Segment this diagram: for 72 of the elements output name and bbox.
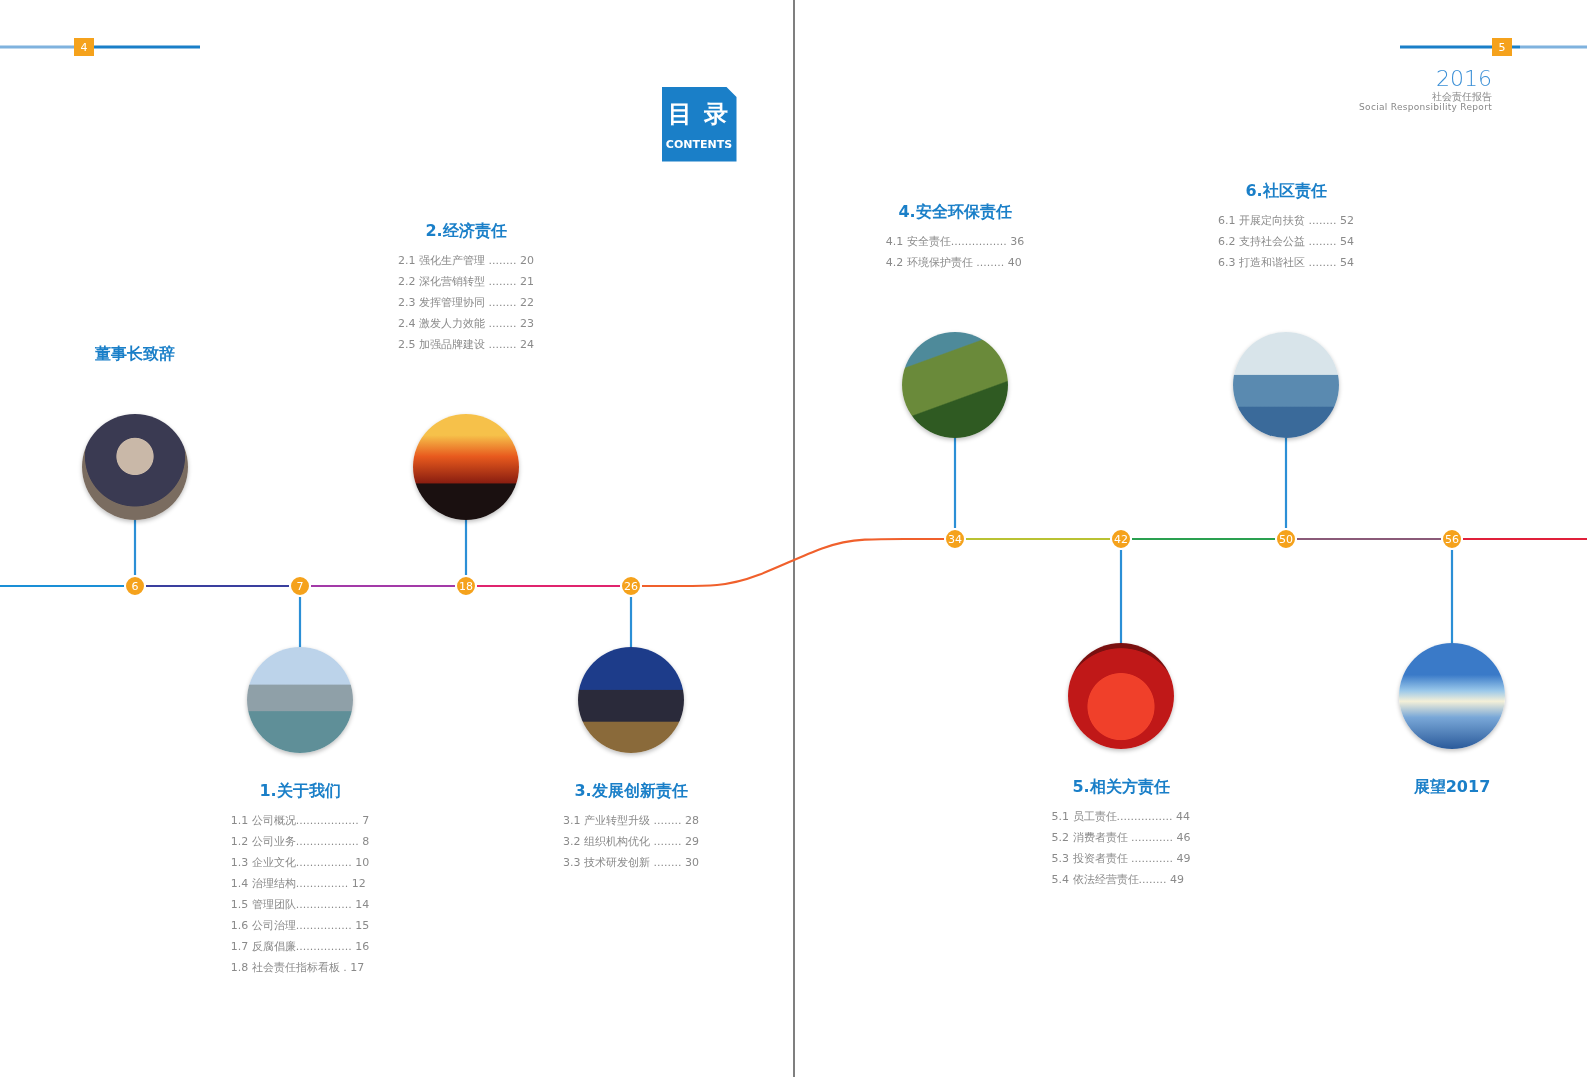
section-heading: 董事长致辞: [95, 344, 175, 365]
photo-placeholder: [82, 414, 188, 520]
connector-line: [1119, 550, 1123, 643]
toc-entry: 6.3 打造和谐社区 ........ 54: [1218, 255, 1354, 271]
page-number-marker: 4: [74, 38, 94, 56]
section-heading: 6.社区责任: [1245, 181, 1327, 202]
page-number-circle: 6: [124, 575, 146, 597]
page-number-circle: 56: [1441, 528, 1463, 550]
toc-entry: 2.3 发挥管理协同 ........ 22: [398, 295, 534, 311]
page-number-circle: 7: [289, 575, 311, 597]
connector-line: [1284, 438, 1288, 528]
toc-entry: 6.1 开展定向扶贫 ........ 52: [1218, 213, 1354, 229]
toc-entry: 2.2 深化营销转型 ........ 21: [398, 274, 534, 290]
toc-entry: 4.2 环境保护责任 ........ 40: [885, 255, 1022, 271]
connector-line: [953, 438, 957, 528]
toc-entry: 1.7 反腐倡廉................ 16: [230, 939, 370, 955]
section-heading: 1.关于我们: [259, 781, 341, 802]
photo-placeholder: [413, 414, 519, 520]
toc-entry: 1.2 公司业务.................. 8: [230, 834, 370, 850]
connector-line: [629, 597, 633, 647]
section-heading: 2.经济责任: [425, 221, 507, 242]
timeline-segment: [311, 584, 455, 588]
timeline-segment: [477, 584, 620, 588]
page-number-circle: 42: [1110, 528, 1132, 550]
timeline-segment: [966, 537, 1110, 541]
toc-entry: 1.1 公司概况.................. 7: [230, 813, 370, 829]
photo-placeholder: [1399, 643, 1505, 749]
toc-entry: 3.2 组织机构优化 ........ 29: [563, 834, 699, 850]
section-heading: 3.发展创新责任: [574, 781, 688, 802]
photo-placeholder: [578, 647, 684, 753]
page-number-circle: 34: [944, 528, 966, 550]
toc-entry: 5.2 消费者责任 ............ 46: [1051, 830, 1191, 846]
toc-entry: 2.1 强化生产管理 ........ 20: [398, 253, 534, 269]
section-heading: 5.相关方责任: [1072, 777, 1170, 798]
timeline-segment: [0, 584, 124, 588]
timeline-segment: [1297, 537, 1441, 541]
report-subtitle: Social Responsibility Report: [1359, 102, 1492, 112]
toc-entry: 3.1 产业转型升级 ........ 28: [563, 813, 699, 829]
year-title: 2016: [1436, 66, 1492, 91]
toc-entry: 5.3 投资者责任 ............ 49: [1051, 851, 1191, 867]
page-number-circle: 50: [1275, 528, 1297, 550]
connector-line: [464, 520, 468, 575]
toc-entry: 2.5 加强品牌建设 ........ 24: [398, 337, 534, 353]
timeline-segment: [1132, 537, 1275, 541]
photo-placeholder: [1068, 643, 1174, 749]
toc-entry: 5.4 依法经营责任........ 49: [1051, 872, 1184, 888]
report-title: 社会责任报告: [1432, 90, 1492, 103]
contents-tab: 目 录 CONTENTS: [661, 86, 737, 162]
toc-entry: 1.5 管理团队................ 14: [230, 897, 370, 913]
toc-entry: 3.3 技术研发创新 ........ 30: [563, 855, 699, 871]
connector-line: [1450, 550, 1454, 643]
toc-entry: 5.1 员工责任................ 44: [1051, 809, 1190, 825]
timeline-segment: [1463, 537, 1587, 541]
toc-entry: 4.1 安全责任................ 36: [885, 234, 1025, 250]
toc-entry: 1.8 社会责任指标看板 . 17: [230, 960, 365, 976]
connector-line: [133, 520, 137, 575]
photo-placeholder: [247, 647, 353, 753]
toc-entry: 2.4 激发人力效能 ........ 23: [398, 316, 534, 332]
toc-entry: 1.6 公司治理................ 15: [230, 918, 370, 934]
toc-entry: 1.4 治理结构............... 12: [230, 876, 366, 892]
section-heading: 展望2017: [1413, 777, 1491, 798]
page-number-marker: 5: [1492, 38, 1512, 56]
section-heading: 4.安全环保责任: [898, 202, 1012, 223]
timeline-segment: [642, 537, 944, 588]
toc-entry: 6.2 支持社会公益 ........ 54: [1218, 234, 1354, 250]
toc-entry: 1.3 企业文化................ 10: [230, 855, 370, 871]
timeline-segment: [146, 584, 289, 588]
page-number-circle: 26: [620, 575, 642, 597]
connector-line: [298, 597, 302, 647]
page-number-circle: 18: [455, 575, 477, 597]
photo-placeholder: [1233, 332, 1339, 438]
photo-placeholder: [902, 332, 1008, 438]
